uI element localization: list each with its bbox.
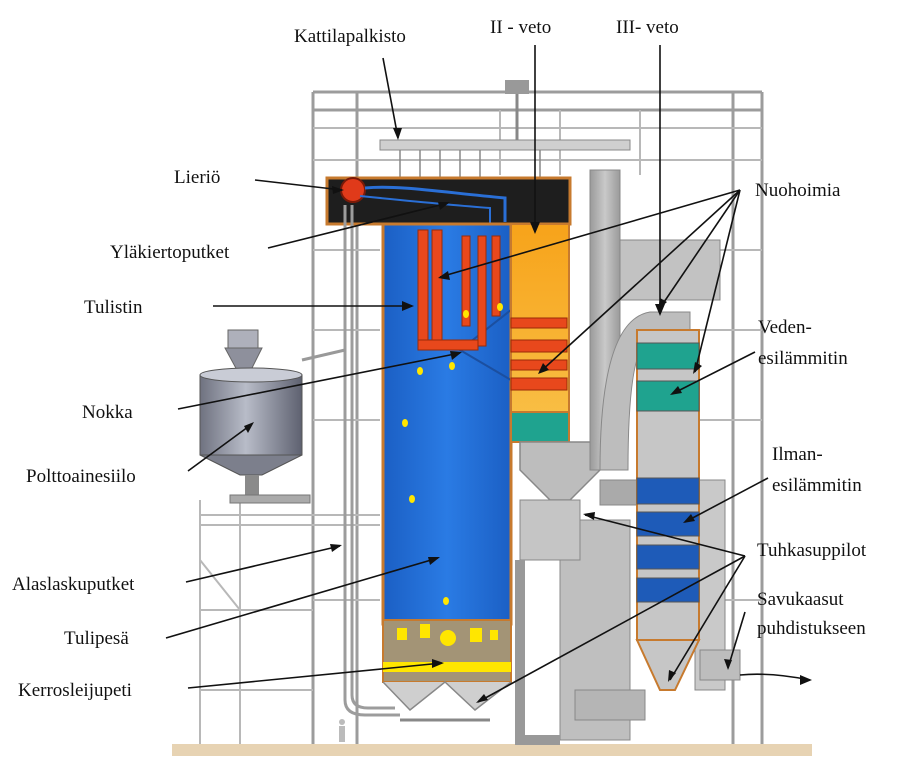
label-fluidized-bed: Kerrosleijupeti bbox=[18, 680, 132, 701]
label-nose: Nokka bbox=[82, 402, 133, 423]
arrowheads bbox=[244, 128, 812, 703]
label-superheater: Tulistin bbox=[84, 297, 143, 318]
label-flue-gas-2: puhdistukseen bbox=[757, 618, 866, 639]
ash-hopper-third bbox=[635, 639, 701, 691]
label-fuel-silo: Polttoainesiilo bbox=[26, 466, 136, 487]
person bbox=[339, 719, 345, 742]
label-second-pass: II - veto bbox=[490, 17, 551, 38]
label-furnace: Tulipesä bbox=[64, 628, 129, 649]
label-drum: Lieriö bbox=[174, 167, 220, 188]
label-air-preheater-2: esilämmitin bbox=[772, 475, 862, 496]
superheater bbox=[417, 229, 501, 351]
girder-pack bbox=[379, 80, 631, 178]
downcomers bbox=[343, 205, 400, 717]
roof-enclosure bbox=[325, 176, 572, 226]
air-preheater bbox=[636, 477, 700, 603]
label-air-preheater-1: Ilman- bbox=[772, 444, 823, 465]
label-economizer-2: esilämmitin bbox=[758, 348, 848, 369]
ash-hopper-second bbox=[519, 441, 601, 501]
label-kattilapalkisto: Kattilapalkisto bbox=[294, 26, 406, 47]
label-flue-gas-1: Savukaasut bbox=[757, 589, 844, 610]
label-economizer-1: Veden- bbox=[758, 317, 812, 338]
label-sootblowers: Nuohoimia bbox=[755, 180, 841, 201]
third-pass bbox=[635, 329, 741, 691]
leader-lines bbox=[165, 45, 811, 703]
label-riser-tubes: Yläkiertoputket bbox=[110, 242, 230, 263]
drum bbox=[340, 177, 366, 203]
second-pass-superheater bbox=[510, 317, 568, 391]
ground bbox=[172, 744, 812, 756]
economizer bbox=[636, 342, 700, 370]
second-pass bbox=[510, 223, 570, 443]
riser-tubes bbox=[364, 185, 507, 222]
second-pass-economizer bbox=[510, 411, 570, 443]
label-ash-hoppers: Tuhkasuppilot bbox=[757, 540, 867, 561]
label-third-pass: III- veto bbox=[616, 17, 679, 38]
fuel-silo bbox=[199, 329, 346, 504]
label-downcomers: Alaslaskuputket bbox=[12, 574, 135, 595]
